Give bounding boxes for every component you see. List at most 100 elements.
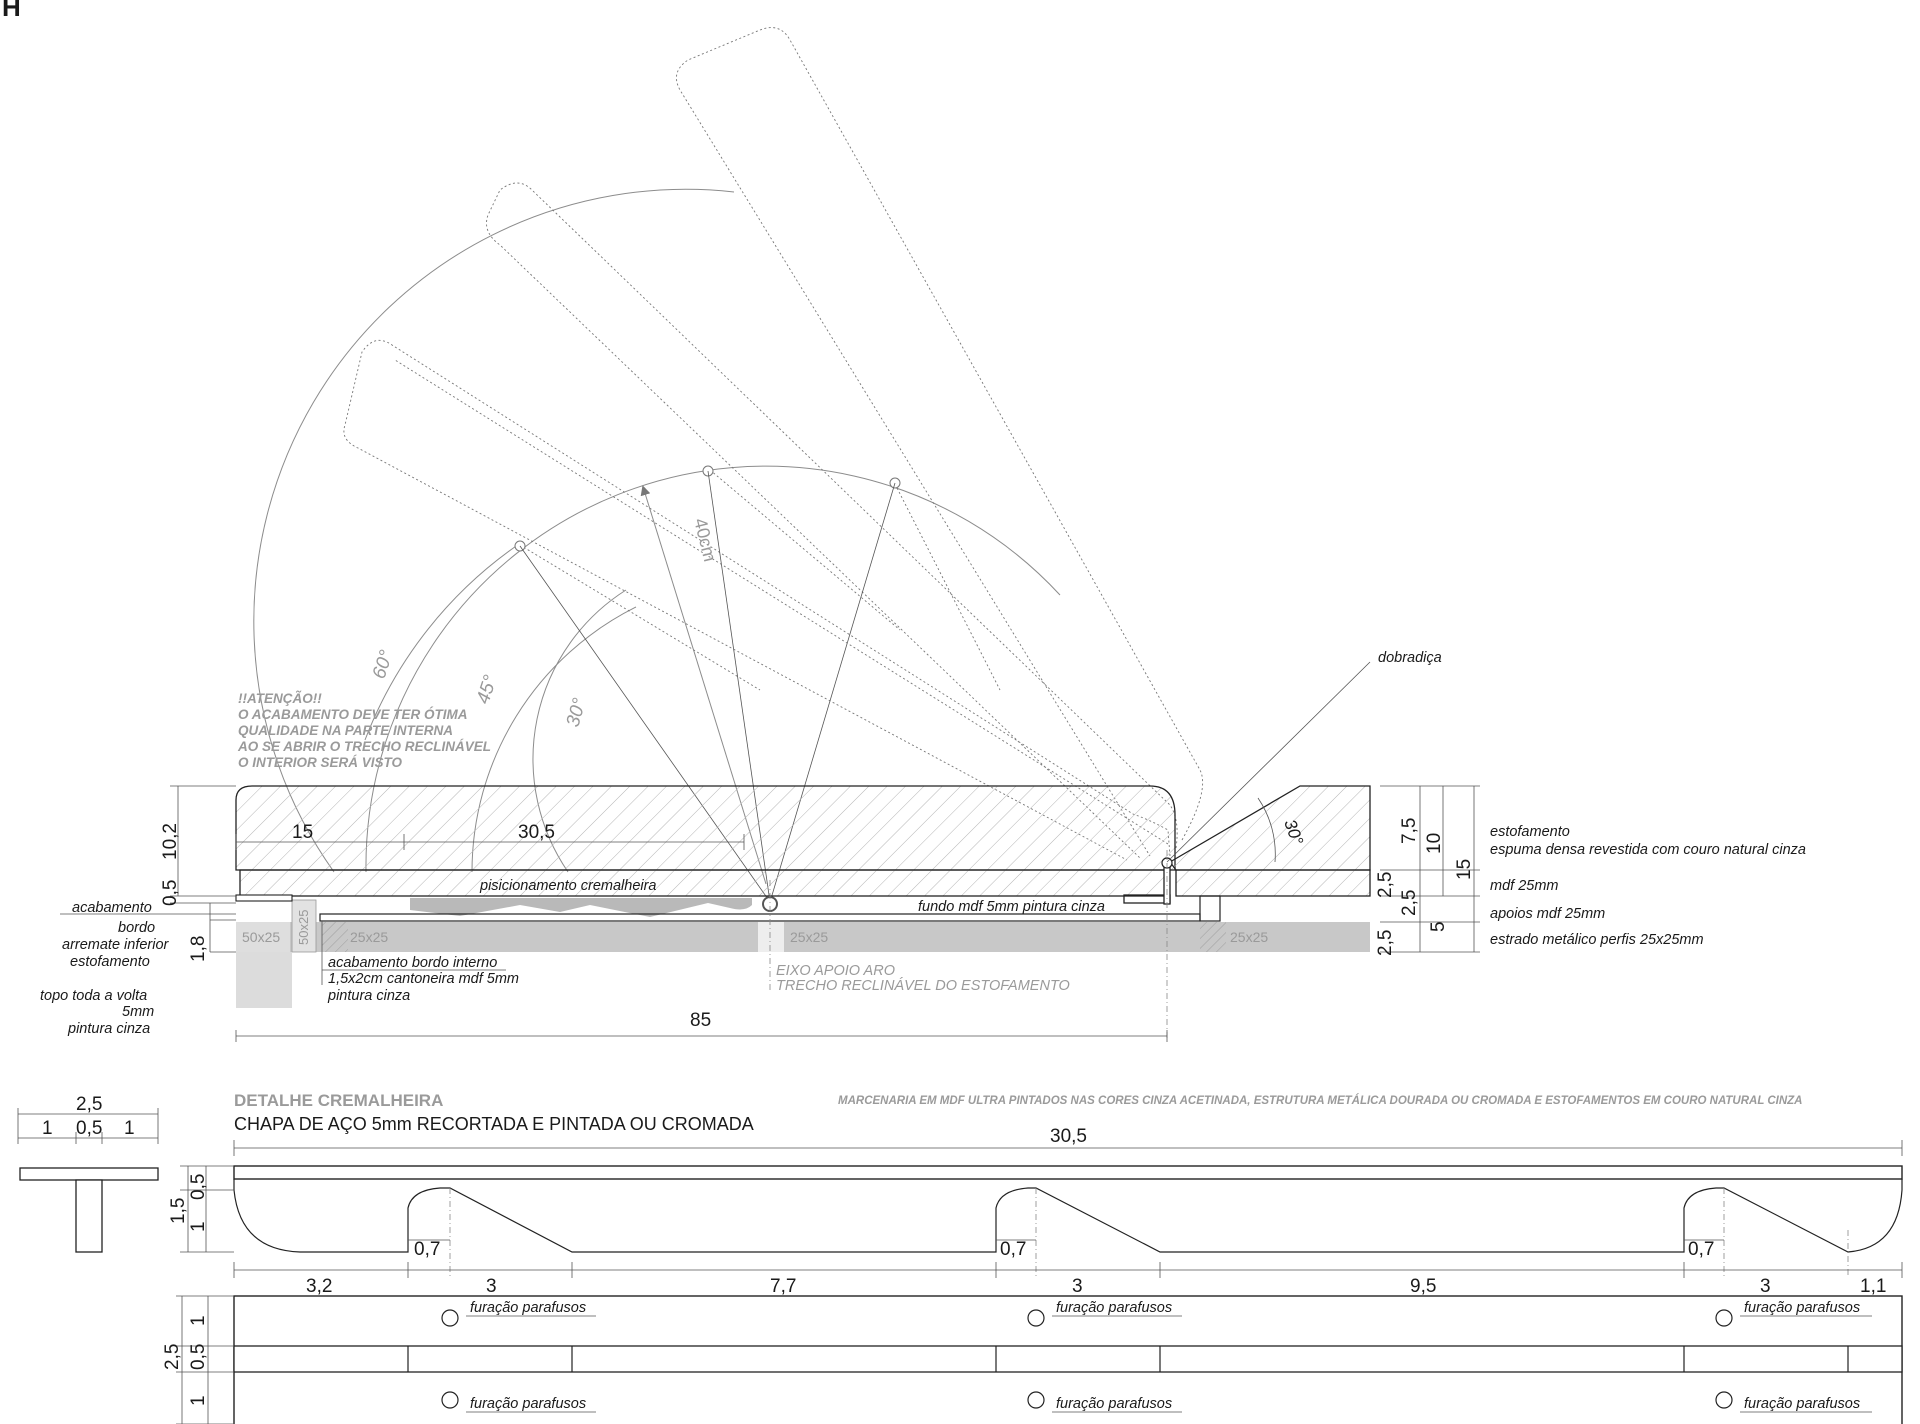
dim: 30,5 (1050, 1126, 1087, 1147)
rack-plan: 1 2,5 0,5 1 furação parafusos furação pa… (162, 1295, 1903, 1424)
label-bordo: bordo (118, 920, 155, 936)
dim: 5 (1428, 921, 1449, 932)
dim: 7,7 (770, 1276, 796, 1297)
main-section: 50x25 50x25 25x25 25x25 25x25 pisicionam… (235, 785, 1371, 1040)
screw-hole (441, 1391, 459, 1409)
top-dims: 15 30,5 (235, 822, 745, 850)
label-topo: pintura cinza (67, 1021, 150, 1037)
profile-label: 50x25 (296, 910, 311, 945)
rack-silhouette (410, 898, 752, 917)
dim: 2,5 (1375, 872, 1396, 898)
dim: 0,7 (1000, 1239, 1026, 1260)
screw-hole (1715, 1309, 1733, 1327)
dim: 1 (42, 1118, 53, 1139)
estrado-metalico (236, 922, 1370, 952)
hole-label: furação parafusos (1744, 1396, 1860, 1412)
hole-label: furação parafusos (1744, 1300, 1860, 1316)
dim: 0,7 (1688, 1239, 1714, 1260)
label-estrado: estrado metálico perfis 25x25mm (1490, 932, 1704, 948)
dim: 30,5 (518, 822, 555, 843)
warning-line: !!ATENÇÃO!! (238, 691, 322, 706)
reclined-panel-45 (486, 182, 1178, 859)
dim: 15 (1454, 859, 1475, 880)
label-interno: 1,5x2cm cantoneira mdf 5mm (328, 971, 519, 987)
section-letter: H (2, 0, 21, 22)
label-arremate: arremate inferior (62, 937, 170, 953)
dim: 1 (188, 1395, 209, 1406)
hinge-callout: dobradiça 30° (1166, 650, 1442, 863)
bottom-labels: acabamento bordo interno 1,5x2cm cantone… (235, 921, 1168, 1042)
label-mdf: mdf 25mm (1490, 878, 1559, 894)
dim: 0,5 (188, 1174, 209, 1200)
detail-title: DETALHE CREMALHEIRA (234, 1091, 443, 1110)
recline-arcs (253, 188, 1061, 885)
cushion (235, 785, 1176, 871)
dim: 85 (690, 1010, 711, 1031)
dim: 9,5 (1410, 1276, 1436, 1297)
label-estof-left: estofamento (70, 954, 150, 970)
profile-label: 25x25 (350, 929, 388, 945)
dim: 10,2 (160, 823, 181, 860)
left-dims: 10,2 0,5 1,8 acabamento bordo arremate i… (40, 785, 236, 1037)
dim: 1,5 (168, 1198, 189, 1224)
screw-hole (1715, 1391, 1733, 1409)
screw-hole (1027, 1391, 1045, 1409)
warning-line: QUALIDADE NA PARTE INTERNA (238, 723, 453, 738)
cushion-right (1169, 785, 1371, 871)
label-fundo: fundo mdf 5mm pintura cinza (918, 899, 1105, 915)
warning-note: !!ATENÇÃO!! O ACABAMENTO DEVE TER ÓTIMA … (237, 691, 491, 770)
dim: 1 (124, 1118, 135, 1139)
rack-elevation: 30,5 0,5 1,5 1 3,2 0,7 3 7,7 0,7 (168, 1126, 1903, 1297)
profile-label: 50x25 (242, 929, 280, 945)
dim: 3 (1072, 1276, 1083, 1297)
warning-line: O INTERIOR SERÁ VISTO (238, 755, 403, 770)
dim: 10 (1424, 833, 1445, 854)
dim: 7,5 (1399, 818, 1420, 844)
right-dims: 7,5 10 15 2,5 2,5 5 2,5 estofamento espu… (1375, 785, 1806, 956)
detail-note: MARCENARIA EM MDF ULTRA PINTADOS NAS COR… (838, 1094, 1803, 1107)
profile-label: 25x25 (1230, 929, 1268, 945)
apoio (1199, 895, 1221, 922)
angle-45: 45° (473, 672, 502, 706)
dim: 1,1 (1860, 1276, 1886, 1297)
dim: 0,5 (188, 1344, 209, 1370)
label-interno: pintura cinza (327, 988, 410, 1004)
dim: 2,5 (1399, 890, 1420, 916)
dim: 15 (292, 822, 313, 843)
dim: 3,2 (306, 1276, 332, 1297)
hole-label: furação parafusos (1056, 1300, 1172, 1316)
label-topo: 5mm (122, 1004, 154, 1020)
label-posicionamento: pisicionamento cremalheira (479, 878, 657, 894)
detail-subtitle: CHAPA DE AÇO 5mm RECORTADA E PINTADA OU … (234, 1114, 754, 1134)
mdf-board-right (1175, 869, 1371, 897)
dim: 3 (1760, 1276, 1771, 1297)
hole-label: furação parafusos (470, 1396, 586, 1412)
dim: 1,8 (188, 936, 209, 962)
label-estofamento: estofamento (1490, 824, 1570, 840)
label-apoios: apoios mdf 25mm (1490, 906, 1605, 922)
dim: 3 (486, 1276, 497, 1297)
warning-line: AO SE ABRIR O TRECHO RECLINÁVEL (237, 739, 491, 754)
dim: 1 (188, 1221, 209, 1232)
dim: 0,7 (414, 1239, 440, 1260)
dim: 0,5 (76, 1118, 102, 1139)
dim: 2,5 (162, 1344, 183, 1370)
fundo-mdf (319, 913, 1201, 922)
warning-line: O ACABAMENTO DEVE TER ÓTIMA (238, 707, 468, 722)
angle-60: 60° (369, 647, 398, 681)
label-topo: topo toda a volta (40, 988, 147, 1004)
label-dobradica: dobradiça (1378, 650, 1442, 666)
label-espuma: espuma densa revestida com couro natural… (1490, 842, 1806, 858)
tee-profile: 2,5 1 0,5 1 (17, 1094, 159, 1253)
dim: 2,5 (1375, 930, 1396, 956)
dim: 0,5 (160, 880, 181, 906)
dim: 1 (188, 1315, 209, 1326)
label-interno: acabamento bordo interno (328, 955, 497, 971)
screw-hole (441, 1309, 459, 1327)
label-eixo: TRECHO RECLINÁVEL DO ESTOFAMENTO (776, 977, 1070, 994)
dim: 2,5 (76, 1094, 102, 1115)
label-eixo: EIXO APOIO ARO (776, 963, 895, 979)
hole-label: furação parafusos (470, 1300, 586, 1316)
label-acabamento: acabamento (72, 900, 152, 916)
